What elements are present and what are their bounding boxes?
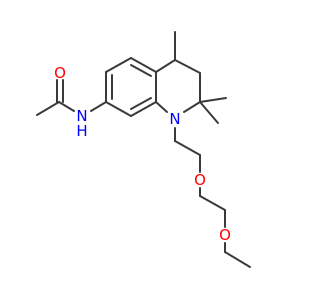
bond-ring-3 (130, 57, 157, 73)
bond-c2-nitrogen (183, 101, 201, 113)
ether-oxygen-label-1: O (194, 171, 206, 189)
carbonyl-oxygen-label: O (54, 64, 66, 82)
bond-nitrogen-ring (90, 101, 107, 112)
bond-c2-methyl-a (199, 97, 227, 103)
amide-hydrogen-label: H (76, 122, 87, 140)
amide-nitrogen-label: N (76, 107, 87, 125)
bond-ch2-ch2-b (199, 195, 226, 211)
benzene-ring-bonds (105, 57, 157, 117)
ring-nitrogen-label: N (169, 110, 180, 128)
bond-carbonyl-nitrogen (58, 101, 75, 112)
bond-c4-c3 (174, 59, 201, 74)
atom-labels: O N H N O O (54, 64, 231, 244)
ether-chain-bonds (174, 127, 251, 268)
bond-ring-3-inner (130, 64, 152, 77)
bond-ring-5-inner (130, 97, 152, 110)
saturated-ring-bonds (155, 31, 227, 124)
chemical-structure-diagram: O N H N O O (36, 31, 251, 268)
bond-ring-5 (130, 101, 157, 117)
bond-c4-aryl (155, 59, 176, 73)
bond-ch2-ch2 (174, 140, 201, 156)
bond-ring-6 (105, 101, 132, 117)
bond-c2-methyl-b (199, 101, 219, 124)
bond-methyl-carbonyl (36, 101, 60, 116)
bond-nitrogen-aryl (155, 101, 168, 113)
acetamide-bonds (36, 79, 107, 116)
ether-oxygen-label-2: O (219, 226, 231, 244)
bond-ethyl (224, 251, 251, 268)
bond-ring-2 (105, 57, 132, 73)
